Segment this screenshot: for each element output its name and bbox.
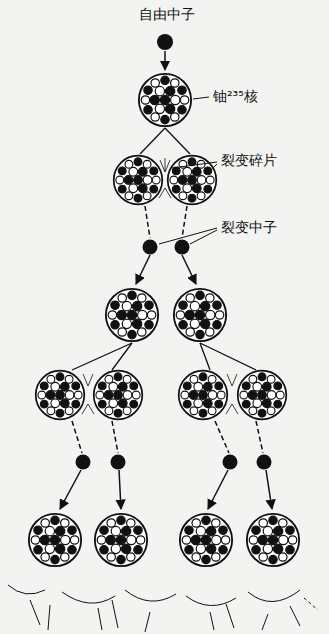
part-label: 裂变碎片 (219, 152, 279, 169)
part-label: 裂变中子 (219, 219, 279, 236)
part-label: 铀²³⁵核 (211, 88, 260, 105)
part-label: 自由中子 (137, 6, 197, 23)
